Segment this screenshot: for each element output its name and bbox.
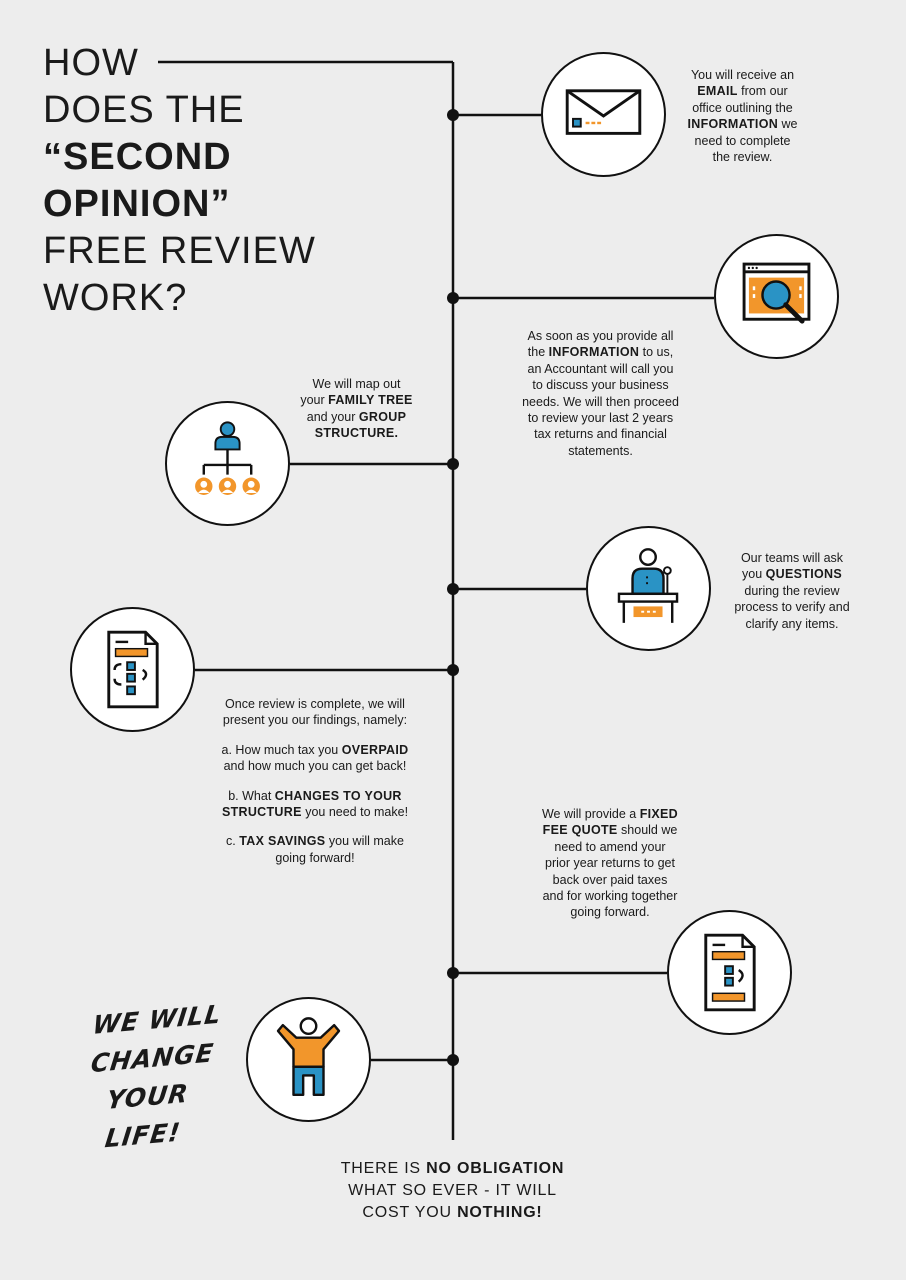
- footer-line: WHAT SO EVER - IT WILL: [348, 1182, 557, 1199]
- title-line: DOES THE: [43, 89, 245, 131]
- celebrating-person-icon: [276, 1017, 341, 1097]
- step-7-icon-badge: [246, 997, 371, 1122]
- step-4-icon-badge: [586, 526, 711, 651]
- footer-line: COST YOU NOTHING!: [362, 1204, 543, 1221]
- footer-line: THERE IS NO OBLIGATION: [340, 1160, 565, 1177]
- step-5-icon-badge: [70, 607, 195, 732]
- org-chart-icon: [195, 421, 260, 495]
- title-line: WORK?: [43, 277, 188, 319]
- timeline-node: [447, 458, 459, 470]
- slogan-line: YOUR LIFE!: [103, 1078, 191, 1154]
- timeline-node: [447, 109, 459, 121]
- person-at-desk-icon: [617, 548, 679, 623]
- timeline-node: [447, 583, 459, 595]
- slogan: WE WILL CHANGE YOUR LIFE!: [61, 994, 239, 1162]
- step-3-icon-badge: [165, 401, 290, 526]
- title-line: “SECOND: [43, 136, 232, 178]
- footer-note: THERE IS NO OBLIGATION WHAT SO EVER - IT…: [280, 1158, 625, 1224]
- step-2-icon-badge: [714, 234, 839, 359]
- step-6-icon-badge: [667, 910, 792, 1035]
- findings-document-icon: [107, 630, 159, 709]
- title-line: FREE REVIEW: [43, 230, 316, 272]
- timeline-node: [447, 664, 459, 676]
- title-line: OPINION”: [43, 183, 231, 225]
- page-title: HOW DOES THE “SECOND OPINION” FREE REVIE…: [43, 40, 316, 322]
- timeline-node: [447, 1054, 459, 1066]
- step-1-icon-badge: [541, 52, 666, 177]
- envelope-icon: [565, 89, 642, 135]
- timeline-node: [447, 967, 459, 979]
- browser-search-icon: [742, 262, 811, 324]
- timeline-node: [447, 292, 459, 304]
- quote-document-icon: [704, 933, 756, 1012]
- title-line: HOW: [43, 42, 139, 84]
